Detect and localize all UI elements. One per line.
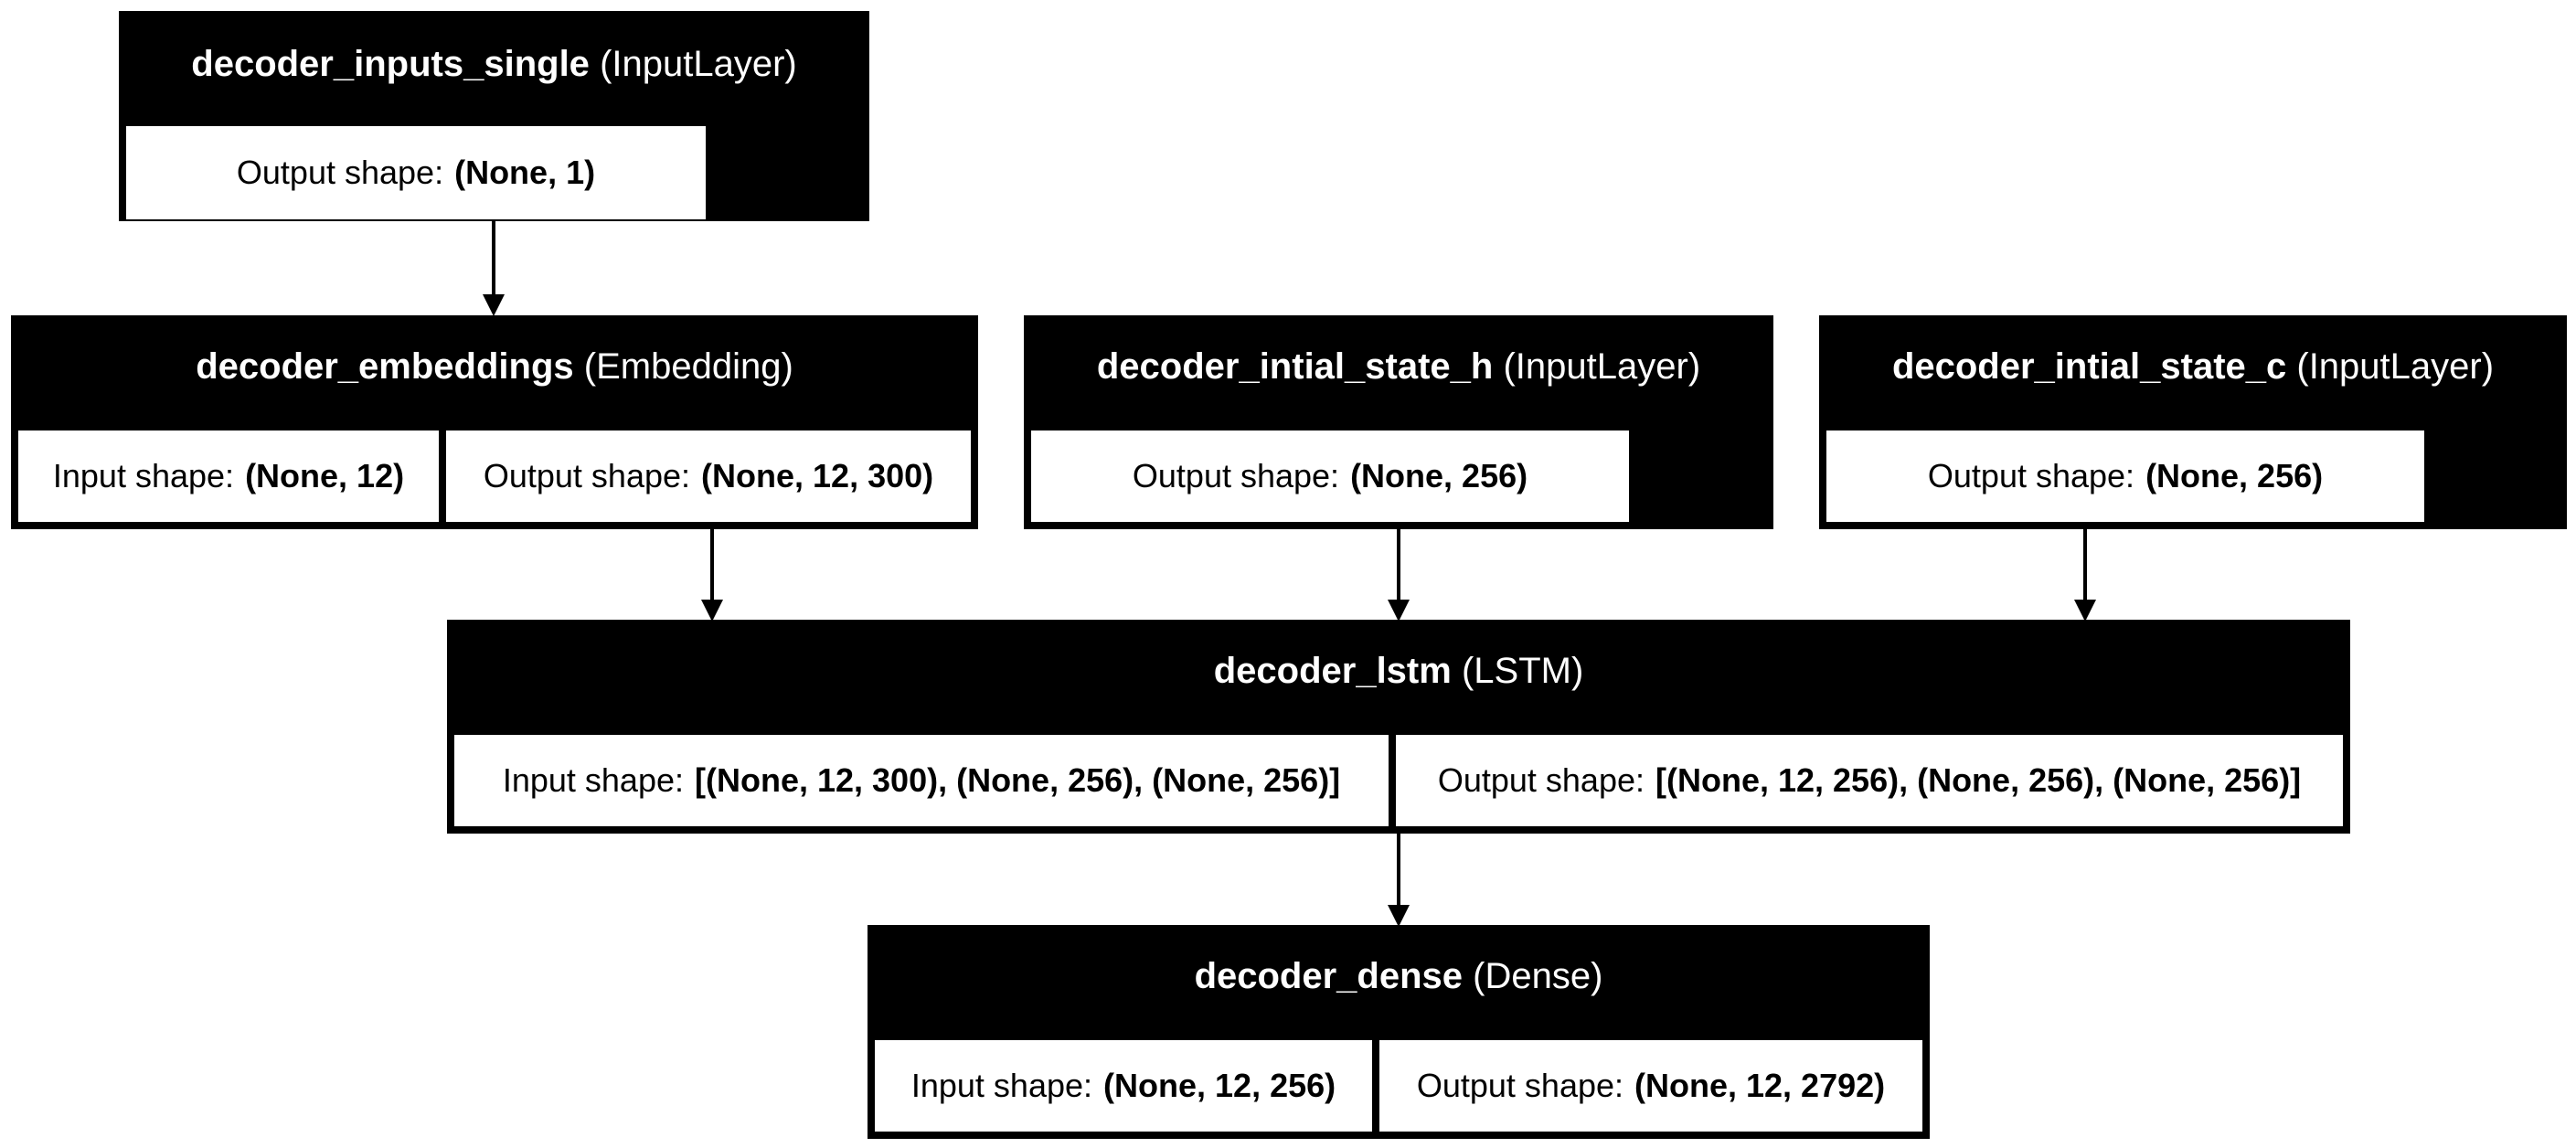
edge-state-h-to-lstm — [1388, 528, 1410, 622]
node-decoder-intial-state-h: decoder_intial_state_h (InputLayer) Outp… — [1024, 315, 1773, 529]
input-shape-label: Input shape: — [910, 1067, 1093, 1104]
node-decoder-inputs-single: decoder_inputs_single (InputLayer) Outpu… — [119, 11, 869, 221]
layer-type: (Embedding) — [583, 346, 793, 387]
output-shape-value: (None, 256) — [1350, 457, 1528, 494]
layer-type: (InputLayer) — [2296, 346, 2495, 387]
edge-inputs-to-embeddings — [483, 219, 505, 316]
output-shape-cell: Output shape: (None, 1) — [126, 126, 706, 219]
edge-embeddings-to-lstm — [701, 528, 723, 622]
node-title: decoder_intial_state_h (InputLayer) — [1024, 346, 1773, 388]
node-title: decoder_inputs_single (InputLayer) — [119, 44, 869, 85]
output-shape-label: Output shape: — [1416, 1067, 1624, 1104]
output-shape-value: (None, 12, 2792) — [1634, 1067, 1886, 1104]
node-title: decoder_intial_state_c (InputLayer) — [1819, 346, 2567, 388]
layer-name: decoder_intial_state_c — [1891, 346, 2287, 387]
output-shape-label: Output shape: — [1927, 457, 2135, 494]
input-shape-cell: Input shape: (None, 12) — [18, 430, 439, 522]
input-shape-cell: Input shape: [(None, 12, 300), (None, 25… — [454, 735, 1389, 826]
layer-type: (Dense) — [1473, 956, 1603, 996]
output-shape-value: (None, 12, 300) — [701, 457, 934, 494]
output-shape-cell: Output shape: (None, 256) — [1826, 430, 2424, 522]
node-title: decoder_embeddings (Embedding) — [11, 346, 978, 388]
layer-type: (InputLayer) — [1503, 346, 1701, 387]
node-title: decoder_dense (Dense) — [868, 956, 1930, 997]
output-shape-value: (None, 256) — [2145, 457, 2324, 494]
output-shape-label: Output shape: — [1437, 761, 1645, 799]
layer-type: (LSTM) — [1461, 651, 1584, 691]
node-decoder-lstm: decoder_lstm (LSTM) Input shape: [(None,… — [447, 620, 2350, 834]
node-decoder-intial-state-c: decoder_intial_state_c (InputLayer) Outp… — [1819, 315, 2567, 529]
output-shape-label: Output shape: — [483, 457, 691, 494]
output-shape-cell: Output shape: [(None, 12, 256), (None, 2… — [1396, 735, 2343, 826]
layer-name: decoder_embeddings — [196, 346, 574, 387]
layer-name: decoder_inputs_single — [191, 44, 590, 84]
edge-lstm-to-dense — [1388, 832, 1410, 927]
output-shape-cell: Output shape: (None, 12, 2792) — [1379, 1040, 1922, 1132]
output-shape-cell: Output shape: (None, 256) — [1031, 430, 1629, 522]
input-shape-cell: Input shape: (None, 12, 256) — [875, 1040, 1372, 1132]
input-shape-value: (None, 12) — [245, 457, 405, 494]
layer-type: (InputLayer) — [600, 44, 797, 84]
input-shape-label: Input shape: — [52, 457, 235, 494]
output-shape-label: Output shape: — [1132, 457, 1340, 494]
output-shape-value: (None, 1) — [454, 154, 596, 191]
node-decoder-dense: decoder_dense (Dense) Input shape: (None… — [868, 925, 1930, 1139]
node-decoder-embeddings: decoder_embeddings (Embedding) Input sha… — [11, 315, 978, 529]
input-shape-value: (None, 12, 256) — [1103, 1067, 1336, 1104]
output-shape-value: [(None, 12, 256), (None, 256), (None, 25… — [1655, 761, 2302, 799]
output-shape-label: Output shape: — [236, 154, 444, 191]
output-shape-cell: Output shape: (None, 12, 300) — [446, 430, 971, 522]
layer-name: decoder_intial_state_h — [1096, 346, 1494, 387]
node-title: decoder_lstm (LSTM) — [447, 651, 2350, 692]
input-shape-value: [(None, 12, 300), (None, 256), (None, 25… — [695, 761, 1341, 799]
input-shape-label: Input shape: — [502, 761, 684, 799]
edge-state-c-to-lstm — [2074, 528, 2096, 622]
layer-name: decoder_dense — [1194, 956, 1464, 996]
layer-name: decoder_lstm — [1213, 651, 1452, 691]
